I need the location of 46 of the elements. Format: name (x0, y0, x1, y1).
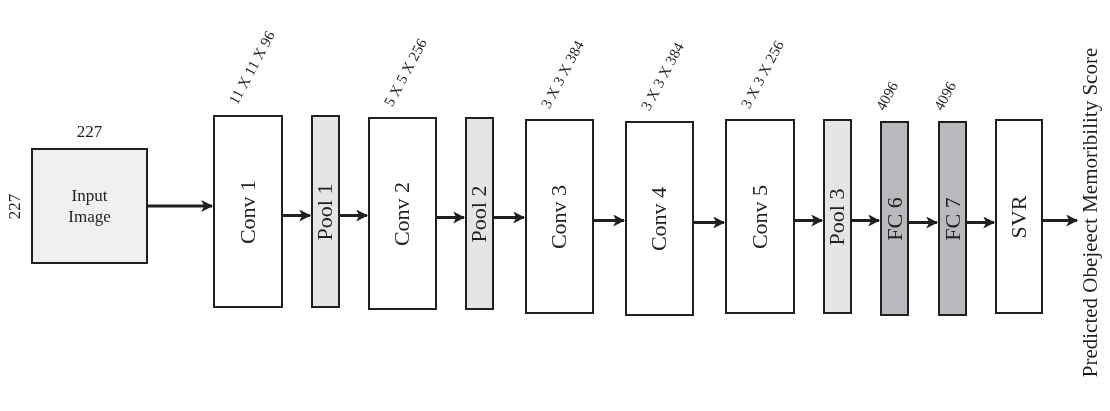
fc-layer-bar (880, 121, 909, 316)
arrow (795, 214, 824, 227)
layer-label: Conv 1 (237, 179, 259, 244)
conv-layer-box (525, 119, 594, 314)
layer-size-label: 4096 (873, 79, 901, 113)
layer-label: Input Image (67, 184, 112, 228)
layer-size-label: 3 X 3 X 256 (738, 38, 787, 111)
arrow (1043, 214, 1079, 227)
conv-layer-box (725, 119, 795, 314)
arrow (437, 211, 466, 224)
pool-layer-bar (311, 115, 340, 308)
arrow (283, 209, 312, 222)
layer-label: FC 7 (941, 196, 964, 241)
arrow (852, 214, 881, 227)
layer-size-label: 3 X 3 X 384 (638, 40, 687, 113)
conv-layer-box (368, 117, 437, 310)
layer-label: SVR (1008, 195, 1030, 238)
arrow (148, 200, 214, 212)
layer-size-label: 3 X 3 X 384 (538, 38, 587, 111)
layer-label: Pool 2 (468, 185, 491, 242)
layer-size-label: 5 X 5 X 256 (381, 36, 430, 109)
pool-layer-bar (823, 119, 852, 314)
svr-box (995, 119, 1043, 314)
pool-layer-bar (465, 117, 494, 310)
layer-size-label: 11 X 11 X 96 (226, 28, 278, 107)
arrow (909, 216, 939, 229)
arrow (494, 211, 526, 224)
conv-layer-box (625, 121, 694, 316)
layer-label: Conv 5 (749, 184, 771, 249)
arrow (967, 216, 996, 229)
layer-label: Conv 3 (548, 184, 571, 249)
arrow (340, 209, 369, 222)
fc-layer-bar (938, 121, 967, 316)
layer-label: Pool 1 (314, 183, 337, 240)
layer-label: Conv 4 (648, 186, 671, 251)
dimension-label: 227 (76, 122, 103, 141)
dimension-label: 227 (6, 193, 24, 219)
arrow (594, 214, 626, 227)
layer-label: Pool 3 (826, 188, 849, 245)
layer-size-label: 4096 (931, 79, 959, 113)
layer-label: Conv 2 (391, 181, 414, 246)
input-box (31, 148, 148, 264)
conv-layer-box (213, 115, 283, 308)
arrow (694, 216, 726, 229)
layer-label: FC 6 (883, 196, 906, 241)
layer-label: Predicted Obejeect Memoribility Score (1080, 47, 1102, 377)
